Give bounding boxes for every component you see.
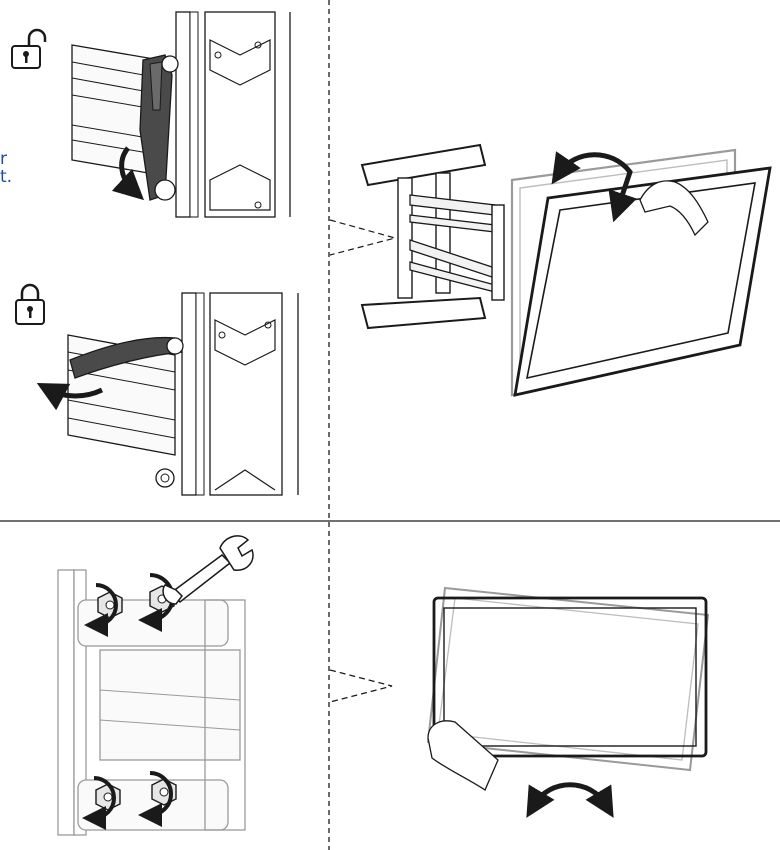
locked-padlock-icon xyxy=(15,283,45,325)
panel-tighten-nuts xyxy=(57,535,254,836)
callout-pointer xyxy=(329,219,398,256)
tilt-arrow xyxy=(551,151,637,223)
cropped-text-line-2: t. xyxy=(0,167,13,186)
panel-level-tv xyxy=(329,586,710,818)
rotation-arrows xyxy=(82,573,175,830)
hand-on-tv-side xyxy=(427,720,499,791)
lock-lever-down xyxy=(139,54,179,201)
unlocked-padlock-icon xyxy=(11,28,47,69)
panel-tilt-tv xyxy=(329,143,772,397)
tv-level xyxy=(432,596,708,758)
lock-lever-horizontal xyxy=(69,336,184,379)
hand-on-tv xyxy=(639,180,709,237)
callout-pointer-level xyxy=(329,669,393,703)
panel-unlock-lever xyxy=(11,11,291,218)
nut-top-left xyxy=(97,591,123,619)
mount-rail-lower xyxy=(67,292,299,496)
rotate-level-arrow xyxy=(526,782,614,818)
wrench-icon xyxy=(162,535,254,605)
tv-tilted xyxy=(513,166,772,397)
panel-lock-lever xyxy=(15,283,299,496)
mount-rail-upper xyxy=(71,11,291,218)
rotate-left-arrow xyxy=(36,382,104,411)
rotate-down-arrow xyxy=(111,146,145,201)
cropped-text-line-1: r xyxy=(0,150,7,169)
cropped-instruction-text: r t. xyxy=(0,150,14,186)
wall-mount-arm xyxy=(360,143,505,330)
nut-bottom-left xyxy=(95,783,121,811)
